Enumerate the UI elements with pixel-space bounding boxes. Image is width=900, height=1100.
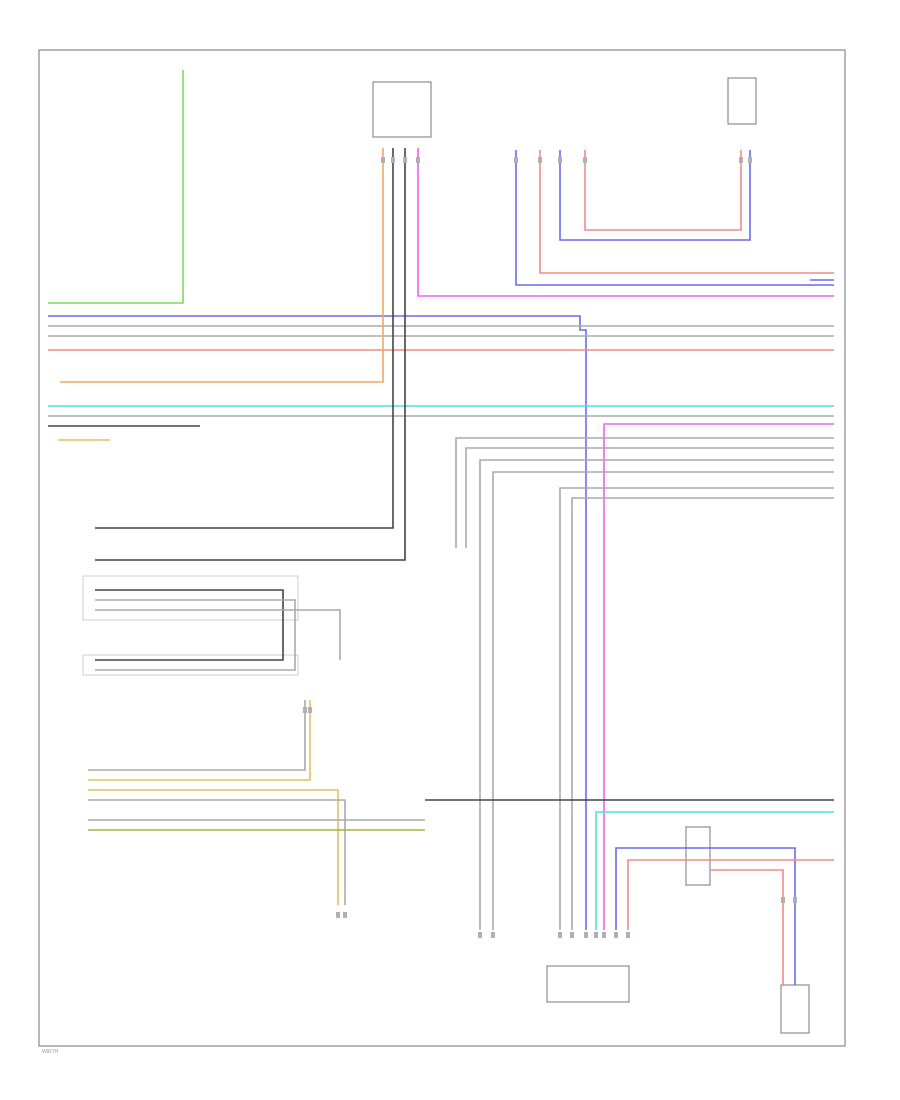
wire-blue-top (515, 150, 834, 286)
connector-pin-splice-0 (303, 707, 307, 713)
top-right-module-box (727, 77, 757, 125)
connector-pin-top-right-4 (739, 157, 743, 163)
diagram-border (38, 49, 846, 1047)
wire-dark-drop-2 (95, 148, 406, 561)
page-number-label: WIRTH (42, 1049, 59, 1055)
wire-dark-drop-1 (95, 148, 394, 529)
left-shielded-connector-a (82, 575, 299, 621)
wire-dark-left-1 (95, 589, 284, 661)
wire-blue-lower-right (615, 847, 796, 985)
wire-gray-right-1 (455, 437, 834, 548)
connector-pin-top-right-5 (748, 157, 752, 163)
right-connector-box (685, 826, 711, 886)
wire-gray-right-5 (559, 487, 834, 930)
connector-pin-top-center-1 (391, 157, 395, 163)
wire-yellow-lower-2 (88, 789, 339, 905)
connector-pin-top-right-2 (558, 157, 562, 163)
wire-green-harness (48, 70, 184, 304)
bottom-center-module-box (546, 965, 630, 1003)
wire-blue-bus (48, 315, 587, 930)
connector-pin-top-center-2 (403, 157, 407, 163)
connector-pin-splice-1 (308, 707, 312, 713)
connector-pin-bottom-center-1 (570, 932, 574, 938)
connector-pin-bottom-center-5 (614, 932, 618, 938)
connector-pin-lower-right-0 (781, 897, 785, 903)
connector-pin-bottom-center-4 (602, 932, 606, 938)
connector-pin-bottom-center-0 (558, 932, 562, 938)
wire-gray-right-4 (492, 471, 834, 930)
wire-group (48, 70, 834, 985)
connector-pin-bottom-left-0 (336, 912, 340, 918)
wire-gray-right-6 (571, 497, 834, 930)
connector-pin-bottom-left-1 (343, 912, 347, 918)
connector-pin-top-right-0 (514, 157, 518, 163)
wire-orange-bus (60, 148, 384, 383)
wire-red-top (539, 150, 834, 274)
connector-pin-bottom-center-2 (584, 932, 588, 938)
connector-pin-top-center-0 (381, 157, 385, 163)
wire-yellow-lower-1 (88, 700, 311, 781)
wire-gray-left-1 (95, 599, 296, 671)
bottom-right-module-box (780, 984, 810, 1034)
connector-pin-bottom-mid-0 (478, 932, 482, 938)
wire-gray-right-3 (479, 459, 834, 930)
wire-red-lower-right (627, 859, 834, 930)
marker-group (303, 157, 797, 938)
wire-magenta-right (603, 423, 834, 930)
connector-pin-bottom-center-6 (626, 932, 630, 938)
wire-gray-right-2 (465, 447, 834, 548)
connector-pin-bottom-center-3 (594, 932, 598, 938)
left-shielded-connector-b (82, 654, 299, 676)
wire-gray-left-2 (95, 609, 341, 660)
wire-blue-right (559, 150, 751, 241)
wire-red-to-module (710, 869, 784, 985)
top-center-module-box (372, 81, 432, 138)
wire-gray-lower-2 (88, 799, 346, 905)
connector-pin-lower-right-1 (793, 897, 797, 903)
connector-pin-top-right-1 (538, 157, 542, 163)
wire-cyan-lower (595, 811, 834, 930)
connector-pin-bottom-mid-1 (491, 932, 495, 938)
connector-pin-top-right-3 (583, 157, 587, 163)
connector-pin-top-center-3 (416, 157, 420, 163)
wire-red-right (584, 150, 742, 231)
wire-magenta-top (417, 148, 834, 297)
wire-gray-lower-1 (88, 700, 306, 771)
